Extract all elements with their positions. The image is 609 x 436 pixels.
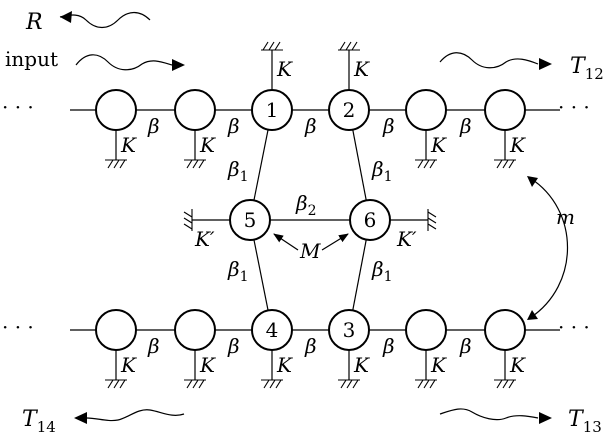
reflected-arrowhead [60, 11, 72, 23]
node-5-label: 5 [244, 208, 257, 232]
input-arrowhead [172, 59, 185, 71]
bottom-right-ellipsis: · · · [558, 315, 590, 339]
mass-bot-c [405, 309, 447, 351]
node-6-label: 6 [364, 208, 377, 232]
beta2-label: β2 [295, 191, 316, 219]
node-2: 2 [328, 89, 370, 131]
node-3: 3 [328, 309, 370, 351]
m-curve-arrow [529, 177, 569, 319]
node-3-label: 3 [343, 318, 356, 342]
mass-bot-d [484, 309, 526, 351]
spring-K-bot-d: K [353, 353, 370, 377]
input-wave-arrow [75, 54, 173, 71]
mass-bot-b [174, 309, 216, 351]
mass-top-c [405, 89, 447, 131]
beta1-upper-left: β1 [227, 157, 248, 185]
transmitted-wave-12 [439, 52, 539, 69]
beta-bot-4: β [382, 334, 395, 358]
label-T13: T13 [568, 407, 602, 436]
label-M: M [299, 239, 321, 263]
t14-arrowhead [74, 412, 87, 424]
label-m: m [556, 205, 575, 229]
label-T14: T14 [22, 407, 56, 436]
spring-K-bot-a: K [120, 353, 137, 377]
node-4: 4 [251, 309, 293, 351]
spring-K-node1: K [276, 57, 293, 81]
t13-arrowhead [539, 412, 552, 424]
spring-K-bot-b: K [199, 353, 216, 377]
reflected-wave-arrow [59, 11, 151, 29]
t12-arrowhead [539, 58, 552, 70]
bottom-masses [95, 309, 526, 351]
beta1-upper-right: β1 [371, 157, 392, 185]
beta-bot-5: β [459, 334, 472, 358]
spring-K-bot-e: K [430, 353, 447, 377]
m-arrowhead-top [527, 176, 538, 187]
beta-top-2: β [227, 114, 240, 138]
beta-top-5: β [459, 114, 472, 138]
node-1: 1 [251, 89, 293, 131]
transmitted-wave-13 [439, 408, 539, 421]
spring-K-bot-f: K [509, 353, 526, 377]
spring-Kprime-5: K′ [194, 227, 215, 251]
top-right-ellipsis: · · · [558, 95, 590, 119]
mass-top-b [174, 89, 216, 131]
beta1-lower-right: β1 [371, 257, 392, 285]
bottom-left-ellipsis: · · · [2, 315, 34, 339]
node-2-label: 2 [343, 98, 356, 122]
beta1-labels: β1 β1 β1 β1 [227, 157, 392, 285]
spring-K-node2: K [353, 57, 370, 81]
node12-ground-springs: K K [261, 41, 370, 90]
beta-top-3: β [304, 114, 317, 138]
node-5: 5 [229, 199, 271, 241]
node-1-label: 1 [266, 98, 279, 122]
beta-top-4: β [382, 114, 395, 138]
spring-K-top-a: K [120, 133, 137, 157]
side-springs: K′ K′ [183, 209, 437, 251]
mass-top-a [95, 89, 137, 131]
spring-K-top-b: K [199, 133, 216, 157]
beta-labels: β β β β β β β β β β [147, 114, 472, 358]
spring-K-top-c: K [430, 133, 447, 157]
m-arrowhead-bottom [527, 310, 538, 320]
M-arrow-to-6 [321, 233, 349, 251]
beta-bot-1: β [147, 334, 160, 358]
label-T12: T12 [570, 54, 604, 83]
mass-bot-a [95, 309, 137, 351]
node-4-label: 4 [266, 318, 279, 342]
label-R: R [25, 10, 43, 35]
label-input: input [5, 47, 58, 71]
top-masses [95, 89, 526, 131]
bottom-ground-springs: K K K K K K [105, 350, 526, 389]
beta1-lower-left: β1 [227, 257, 248, 285]
top-left-ellipsis: · · · [2, 95, 34, 119]
spring-K-bot-c: K [276, 353, 293, 377]
beta-top-1: β [147, 114, 160, 138]
M-arrow-to-5 [273, 233, 299, 251]
transmitted-wave-14 [86, 409, 185, 422]
mass-top-d [484, 89, 526, 131]
beta-bot-2: β [227, 334, 240, 358]
node-6: 6 [349, 199, 391, 241]
beta-bot-3: β [304, 334, 317, 358]
spring-K-top-d: K [509, 133, 526, 157]
spring-Kprime-6: K′ [396, 227, 417, 251]
top-ground-springs: K K K K [105, 130, 526, 169]
